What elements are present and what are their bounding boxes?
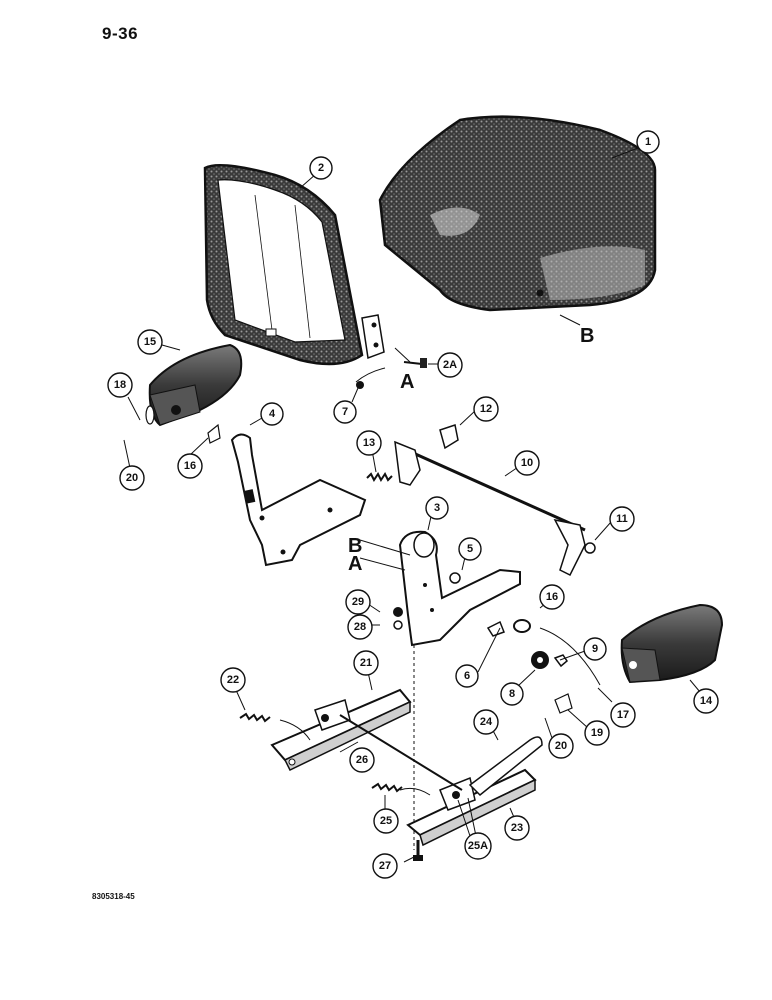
callout: 21 xyxy=(353,650,379,676)
armrest-right xyxy=(539,603,724,714)
callout: 19 xyxy=(584,720,610,746)
callout: 1 xyxy=(636,130,660,154)
svg-text:2A: 2A xyxy=(443,359,457,371)
callout: 29 xyxy=(345,589,371,615)
spring-13 xyxy=(366,472,393,482)
callout: 8 xyxy=(500,682,524,706)
slide-rail-right xyxy=(406,736,543,847)
svg-text:13: 13 xyxy=(363,437,375,449)
slide-rail-left xyxy=(270,688,412,771)
svg-text:26: 26 xyxy=(356,754,368,766)
reference-letter-b: B xyxy=(348,535,362,557)
svg-text:24: 24 xyxy=(480,716,493,728)
svg-text:9: 9 xyxy=(592,643,598,655)
callout: 14 xyxy=(693,688,719,714)
callout: 17 xyxy=(610,702,636,728)
callout: 13 xyxy=(356,430,382,456)
svg-text:4: 4 xyxy=(269,408,276,420)
callout: 2 xyxy=(309,156,333,180)
svg-text:5: 5 xyxy=(467,543,473,555)
seat-bracket-right xyxy=(398,530,521,850)
callout: 2A xyxy=(437,352,463,378)
callout: 25 xyxy=(373,808,399,834)
callout: 12 xyxy=(473,396,499,422)
callout: 9 xyxy=(583,637,607,661)
callout: 5 xyxy=(458,537,482,561)
pin-7 xyxy=(355,367,386,389)
callout: 7 xyxy=(333,400,357,424)
reference-letter-a: A xyxy=(400,371,414,393)
svg-text:11: 11 xyxy=(616,513,628,525)
callout: 3 xyxy=(425,496,449,520)
nut-29 xyxy=(393,607,403,617)
reference-letter-b: B xyxy=(580,325,594,347)
callout: 10 xyxy=(514,450,540,476)
callout: 20 xyxy=(119,465,145,491)
svg-text:21: 21 xyxy=(360,657,372,669)
callout: 16 xyxy=(539,584,565,610)
spring-25 xyxy=(371,782,403,793)
callout: 11 xyxy=(609,506,635,532)
svg-text:1: 1 xyxy=(645,136,651,148)
svg-text:20: 20 xyxy=(555,740,567,752)
svg-text:15: 15 xyxy=(144,336,156,348)
svg-text:14: 14 xyxy=(700,695,713,707)
callout: 24 xyxy=(473,709,499,735)
svg-text:18: 18 xyxy=(114,379,126,391)
svg-text:17: 17 xyxy=(617,709,629,721)
figure-id: 8305318-45 xyxy=(92,892,135,901)
callout: 16 xyxy=(177,453,203,479)
svg-text:20: 20 xyxy=(126,472,138,484)
seat-back xyxy=(203,163,385,366)
callout: 18 xyxy=(107,372,133,398)
callout: 26 xyxy=(349,747,375,773)
callout: 23 xyxy=(504,815,530,841)
page-number: 9-36 xyxy=(102,24,139,43)
svg-text:6: 6 xyxy=(464,670,470,682)
seat-bracket-left xyxy=(230,433,367,567)
callout: 25A xyxy=(464,832,492,860)
svg-text:25: 25 xyxy=(380,815,392,827)
callout: 27 xyxy=(372,853,398,879)
svg-text:29: 29 xyxy=(352,596,364,608)
callout: 22 xyxy=(220,667,246,693)
washer-28 xyxy=(393,620,403,630)
adjuster-rod xyxy=(394,424,596,577)
callout: 6 xyxy=(455,664,479,688)
spring-22 xyxy=(239,712,271,723)
svg-text:8: 8 xyxy=(509,688,515,700)
svg-text:12: 12 xyxy=(480,403,492,415)
reference-letter-a: A xyxy=(348,553,362,575)
callout: 20 xyxy=(548,733,574,759)
callout: 4 xyxy=(260,402,284,426)
svg-text:27: 27 xyxy=(379,860,391,872)
svg-text:16: 16 xyxy=(184,460,196,472)
nut-9 xyxy=(553,654,568,668)
knob-8 xyxy=(531,651,549,669)
svg-text:19: 19 xyxy=(591,727,603,739)
svg-text:22: 22 xyxy=(227,674,239,686)
svg-text:16: 16 xyxy=(546,591,558,603)
svg-text:7: 7 xyxy=(342,406,348,418)
screw-2a xyxy=(403,358,427,368)
svg-text:2: 2 xyxy=(318,162,324,174)
seat-cushion xyxy=(378,115,657,312)
svg-text:25A: 25A xyxy=(468,840,488,852)
link-rod-26 xyxy=(339,714,463,791)
callout: 28 xyxy=(347,614,373,640)
svg-text:23: 23 xyxy=(511,822,523,834)
washer-16 xyxy=(513,619,531,633)
svg-text:3: 3 xyxy=(434,502,440,514)
callout: 15 xyxy=(137,329,163,355)
svg-text:28: 28 xyxy=(354,621,366,633)
bolt-6 xyxy=(486,620,505,637)
svg-text:10: 10 xyxy=(521,457,533,469)
armrest-left xyxy=(145,343,243,444)
